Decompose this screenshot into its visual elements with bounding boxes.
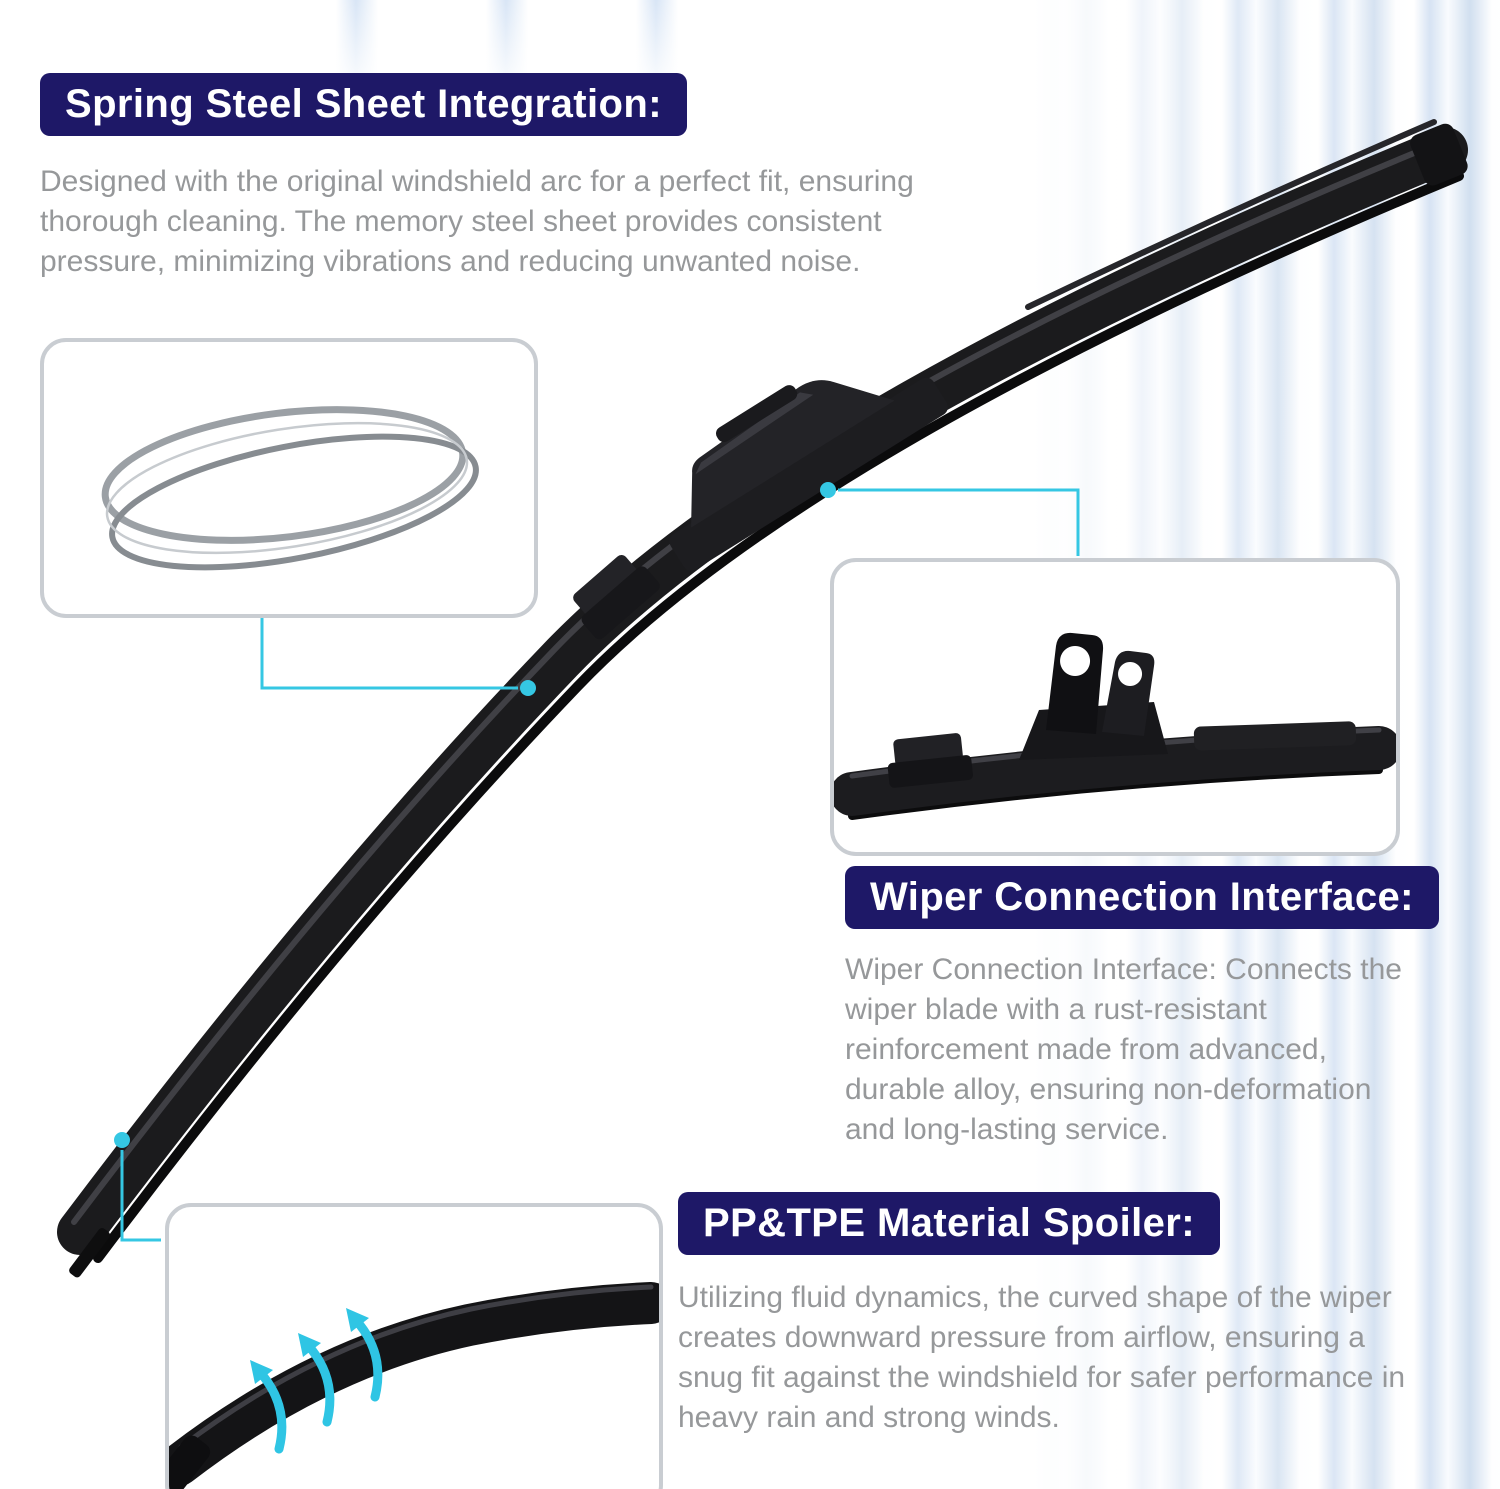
section-body-material-spoiler: Utilizing fluid dynamics, the curved sha…: [678, 1281, 1406, 1434]
callout-connection-interface: [820, 482, 1080, 556]
section-title-spring-steel: Spring Steel Sheet Integration:: [40, 73, 687, 136]
inset-connection-interface-photo: [830, 558, 1400, 856]
inset-spring-steel-photo: [40, 338, 538, 618]
airflow-arrows-icon: [250, 1308, 383, 1454]
spring-steel-sheets: [101, 406, 479, 571]
connection-interface-closeup: [834, 632, 1396, 820]
callout-dot: [520, 680, 536, 696]
section-title-material-spoiler: PP&TPE Material Spoiler:: [678, 1192, 1220, 1255]
callout-dot: [114, 1132, 130, 1148]
blade-clip: [573, 554, 660, 640]
callout-spring-steel: [260, 613, 536, 696]
callout-spoiler: [114, 1132, 161, 1242]
spoiler-closeup: [169, 1282, 659, 1489]
inset-spoiler-airflow-photo: [165, 1203, 663, 1489]
blade-end-cap: [1410, 123, 1468, 186]
section-body-connection-interface: Wiper Connection Interface: Connects the…: [845, 953, 1402, 1146]
callout-dot: [820, 482, 836, 498]
blade-tip: [69, 1228, 111, 1278]
blade-connector: [669, 377, 948, 571]
section-body-spring-steel: Designed with the original windshield ar…: [40, 165, 914, 278]
section-title-connection-interface: Wiper Connection Interface:: [845, 866, 1439, 929]
